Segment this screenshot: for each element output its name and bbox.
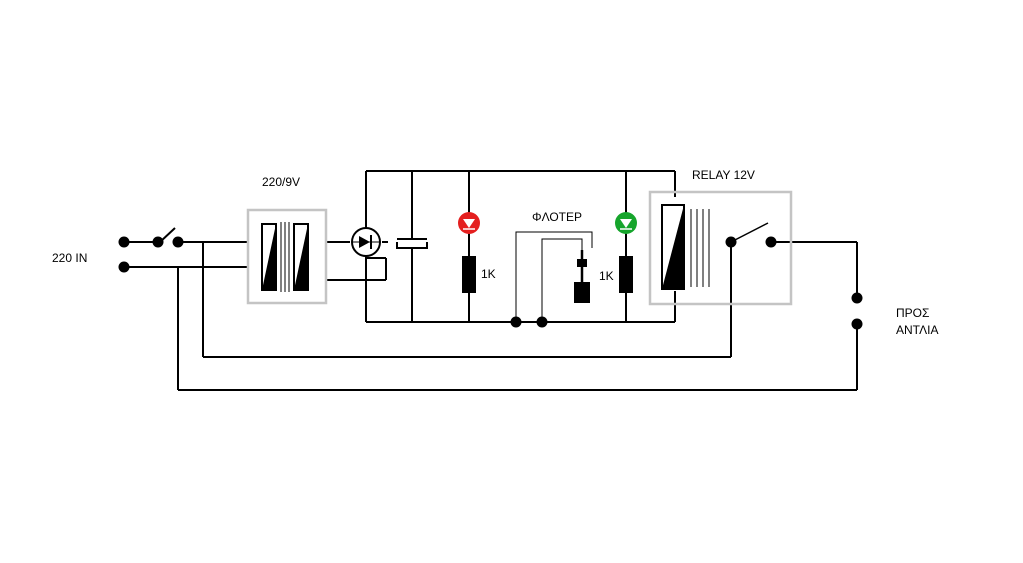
capacitor-icon bbox=[396, 238, 428, 249]
resistor-icon bbox=[619, 256, 633, 293]
relay-coil-icon bbox=[648, 190, 793, 306]
resistor-label: 1K bbox=[481, 267, 496, 281]
junction-dots bbox=[118, 236, 863, 330]
transformer-label: 220/9V bbox=[262, 175, 300, 189]
wiring bbox=[124, 170, 858, 391]
input-label: 220 IN bbox=[52, 251, 87, 265]
switch-icon bbox=[730, 222, 769, 243]
resistor-icon bbox=[462, 256, 476, 293]
transformer-icon bbox=[246, 208, 328, 305]
relay-label: RELAY 12V bbox=[692, 168, 755, 182]
resistor-label: 1K bbox=[599, 269, 614, 283]
led-green-icon bbox=[615, 212, 637, 234]
led-red-icon bbox=[458, 212, 480, 234]
output-label-line2: ΑΝΤΛΙΑ bbox=[896, 323, 938, 337]
diode-icon bbox=[351, 227, 381, 257]
float-switch-icon bbox=[515, 231, 593, 322]
output-label-line1: ΠΡΟΣ bbox=[896, 306, 929, 320]
float-switch-label: ΦΛΟΤΕΡ bbox=[532, 210, 582, 224]
